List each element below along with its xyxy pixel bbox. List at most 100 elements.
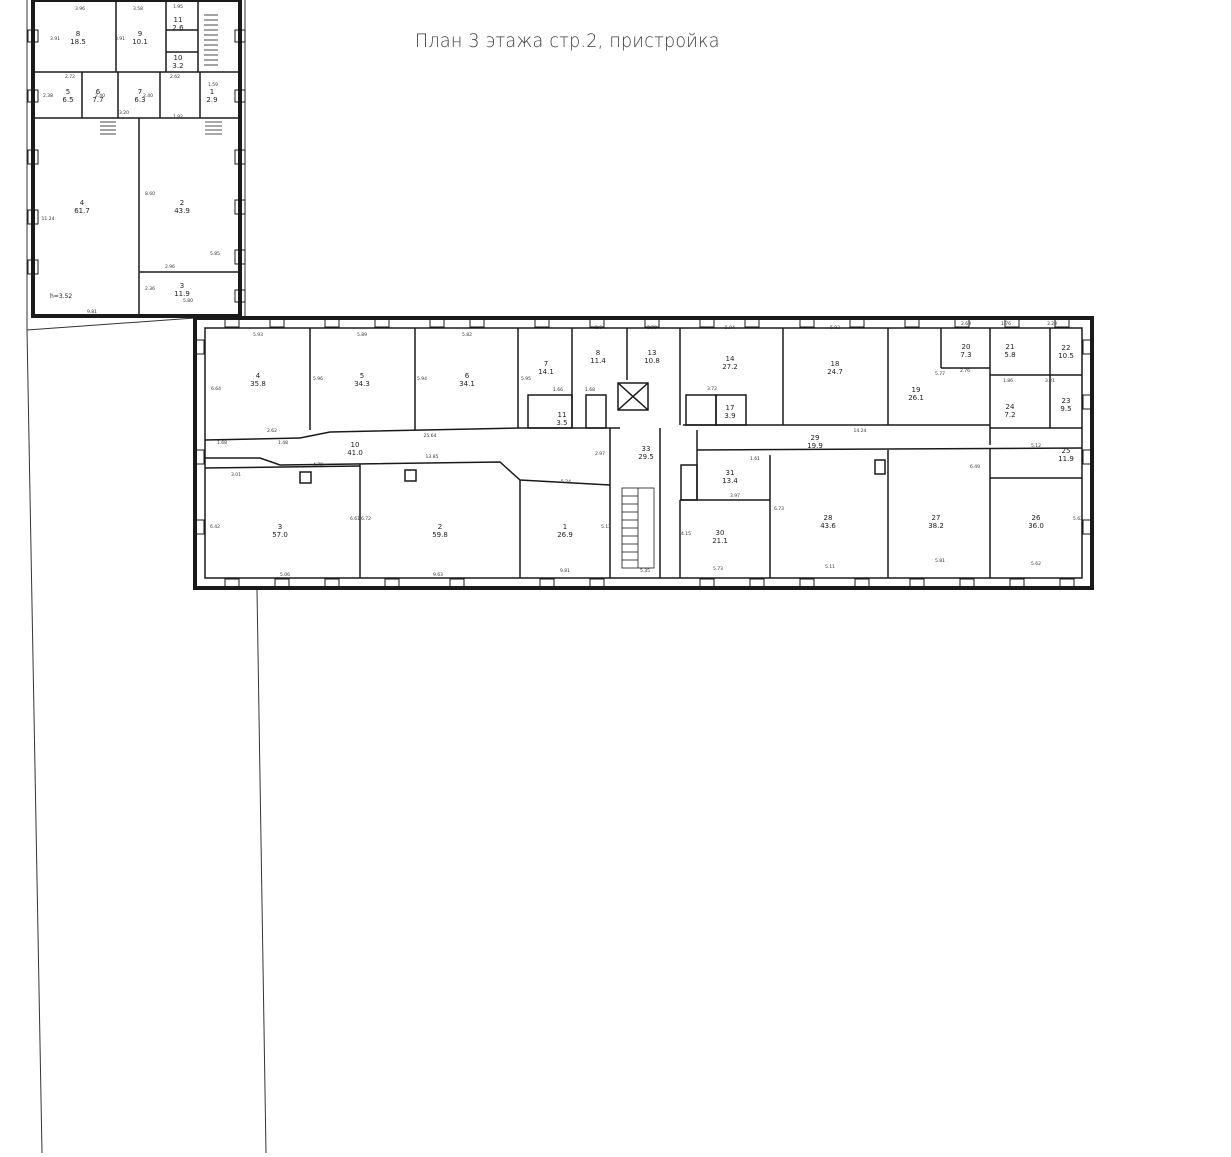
dimension-label: 2.88 <box>647 325 657 331</box>
north-room-area: 11.9 <box>174 290 190 298</box>
dimension-label: 5.73 <box>713 566 723 572</box>
main-room-number: 26 <box>1032 514 1041 522</box>
plan-title: План 3 этажа стр.2, пристройка <box>415 30 720 52</box>
main-room-area: 24.7 <box>827 368 843 376</box>
dimension-label: 11.24 <box>42 216 55 222</box>
dimension-label: 2.96 <box>165 264 175 270</box>
main-room-area: 38.2 <box>928 522 944 530</box>
main-room-number: 28 <box>824 514 833 522</box>
dimension-label: 1.68 <box>217 440 227 446</box>
main-room-number: 14 <box>726 355 735 363</box>
dimension-label: 2.40 <box>95 93 105 99</box>
dimension-label: 2.72 <box>65 74 75 80</box>
main-room-area: 43.6 <box>820 522 836 530</box>
north-room-area: 18.5 <box>70 38 86 46</box>
dimension-label: 5.92 <box>830 325 840 331</box>
dimension-label: 9.81 <box>560 568 570 574</box>
dimension-label: 1.66 <box>553 387 563 393</box>
dimension-label: 5.94 <box>417 376 427 382</box>
dimension-label: 6.73 <box>774 506 784 512</box>
main-room-area: 5.8 <box>1004 351 1015 359</box>
dimension-label: 5.82 <box>462 332 472 338</box>
dimension-label: 5.95 <box>521 376 531 382</box>
dimension-label: 1.92 <box>173 114 183 120</box>
dimension-label: 3.91 <box>115 36 125 42</box>
site-lines <box>26 0 267 1154</box>
dimension-label: 3.72 <box>707 386 717 392</box>
north-room-number: 3 <box>180 282 184 290</box>
dimension-label: 1.68 <box>585 387 595 393</box>
north-room-area: 61.7 <box>74 207 90 215</box>
dimension-label: 6.42 <box>210 524 220 530</box>
dimension-label: 2.38 <box>43 93 53 99</box>
main-room-area: 10.8 <box>644 357 660 365</box>
dimension-label: 5.77 <box>935 371 945 377</box>
dimension-label: 5.81 <box>935 558 945 564</box>
dimension-label: 3.96 <box>75 6 85 12</box>
dimension-label: 3.20 <box>119 110 129 116</box>
dimension-label: 2.62 <box>170 74 180 80</box>
main-room-area: 9.5 <box>1060 405 1071 413</box>
dimension-label: 5.62 <box>1073 516 1083 522</box>
north-room-area: 6.5 <box>62 96 73 104</box>
dimension-label: 3.97 <box>730 493 740 499</box>
main-block <box>193 316 1094 590</box>
main-room-number: 7 <box>544 360 548 368</box>
north-room-area: 10.1 <box>132 38 148 46</box>
dimension-label: 6.64 <box>211 386 221 392</box>
north-room-number: 5 <box>66 88 70 96</box>
north-room-area: 6.3 <box>134 96 145 104</box>
north-room-number: 2 <box>180 199 184 207</box>
north-room-number: 7 <box>138 88 142 96</box>
main-room-area: 3.9 <box>724 412 735 420</box>
main-room-area: 26.1 <box>908 394 924 402</box>
dimension-label: 1.48 <box>278 440 288 446</box>
dimension-label: 13.85 <box>426 454 439 460</box>
main-room-area: 21.1 <box>712 537 728 545</box>
dimension-label: 5.06 <box>280 572 290 578</box>
dimension-label: 5.89 <box>357 332 367 338</box>
north-room-area: 43.9 <box>174 207 190 215</box>
dimension-label: 2.97 <box>595 451 605 457</box>
main-room-area: 59.8 <box>432 531 448 539</box>
north-room-number: 6 <box>96 88 101 96</box>
dimension-label: 1.95 <box>173 4 183 10</box>
dimension-label: 5.80 <box>183 298 193 304</box>
main-room-number: 10 <box>351 441 360 449</box>
dimension-label: 8.60 <box>145 191 155 197</box>
north-room-area: 2.6 <box>172 24 184 32</box>
north-room-number: 1 <box>210 88 214 96</box>
dimension-label: 1.86 <box>1003 378 1013 384</box>
dimension-label: 5.94 <box>725 325 735 331</box>
main-room-number: 33 <box>642 445 651 453</box>
north-room-number: 11 <box>174 16 183 24</box>
dimension-label: 25.64 <box>424 433 437 439</box>
dimension-label: 5.96 <box>313 376 323 382</box>
main-room-area: 11.9 <box>1058 455 1074 463</box>
main-room-area: 7.3 <box>960 351 971 359</box>
dimension-label: 5.12 <box>1031 443 1041 449</box>
main-room-number: 8 <box>596 349 600 357</box>
dimension-label: 1.76 <box>1001 321 1011 327</box>
main-room-area: 29.5 <box>638 453 654 461</box>
north-room-area: 2.9 <box>206 96 217 104</box>
dimension-label: 4.15 <box>681 531 691 537</box>
main-room-area: 57.0 <box>272 531 288 539</box>
north-room-labels: 818.5910.1112.6103.256.567.776.312.9461.… <box>62 16 217 298</box>
main-room-number: 17 <box>726 404 735 412</box>
main-room-number: 25 <box>1062 447 1071 455</box>
main-room-number: 19 <box>912 386 921 394</box>
north-room-number: 8 <box>76 30 80 38</box>
main-room-area: 41.0 <box>347 449 363 457</box>
main-room-area: 19.9 <box>807 442 823 450</box>
north-room-number: 10 <box>174 54 183 62</box>
main-room-area: 34.1 <box>459 380 475 388</box>
main-room-number: 21 <box>1006 343 1015 351</box>
dimension-label: 2.64 <box>595 325 605 331</box>
dimension-label: 6.61 <box>350 516 360 522</box>
main-room-area: 7.2 <box>1004 411 1015 419</box>
dimension-label: 3.91 <box>50 36 60 42</box>
dimension-label: 5.85 <box>210 251 220 257</box>
